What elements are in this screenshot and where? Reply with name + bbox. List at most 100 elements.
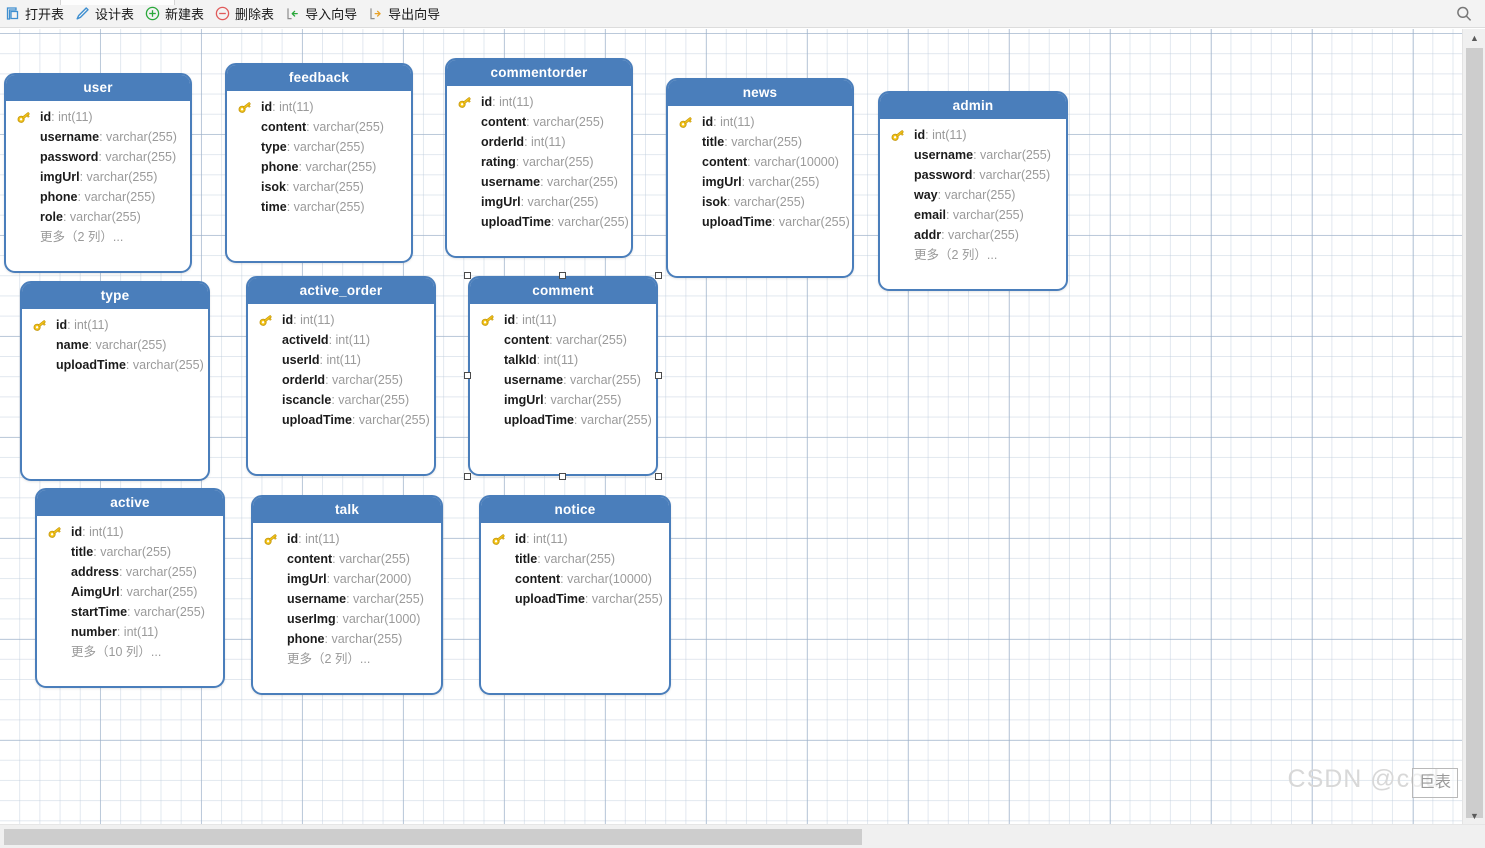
table-column-row[interactable]: username: varchar(255) — [447, 172, 631, 192]
table-column-row[interactable]: address: varchar(255) — [37, 562, 223, 582]
table-column-row[interactable]: content: varchar(10000) — [668, 152, 852, 172]
toolbar-button-打开表[interactable]: 打开表 — [2, 1, 72, 27]
table-column-row[interactable]: content: varchar(255) — [227, 117, 411, 137]
table-column-row[interactable]: imgUrl: varchar(255) — [668, 172, 852, 192]
scroll-up-arrow[interactable]: ▲ — [1470, 32, 1479, 43]
table-column-row[interactable]: username: varchar(255) — [6, 127, 190, 147]
selection-resize-handle[interactable] — [464, 272, 471, 279]
table-column-row[interactable]: id: int(11) — [248, 310, 434, 330]
selection-resize-handle[interactable] — [559, 272, 566, 279]
table-column-row[interactable]: uploadTime: varchar(255) — [668, 212, 852, 232]
table-column-row[interactable]: id: int(11) — [227, 97, 411, 117]
table-column-row[interactable]: number: int(11) — [37, 622, 223, 642]
selection-resize-handle[interactable] — [655, 372, 662, 379]
table-column-row[interactable]: startTime: varchar(255) — [37, 602, 223, 622]
table-column-row[interactable]: orderId: varchar(255) — [248, 370, 434, 390]
more-columns-label[interactable]: 更多（2 列）... — [287, 652, 371, 666]
table-column-row[interactable]: id: int(11) — [253, 529, 441, 549]
table-column-row[interactable]: id: int(11) — [6, 107, 190, 127]
table-column-row[interactable]: title: varchar(255) — [481, 549, 669, 569]
table-column-row[interactable]: title: varchar(255) — [37, 542, 223, 562]
table-column-row[interactable]: content: varchar(255) — [470, 330, 656, 350]
more-columns-label[interactable]: 更多（2 列）... — [914, 248, 998, 262]
table-column-row[interactable]: isok: varchar(255) — [227, 177, 411, 197]
table-column-row[interactable]: title: varchar(255) — [668, 132, 852, 152]
table-column-row[interactable]: rating: varchar(255) — [447, 152, 631, 172]
table-column-row[interactable]: AimgUrl: varchar(255) — [37, 582, 223, 602]
table-column-row[interactable]: email: varchar(255) — [880, 205, 1066, 225]
editor-tab-stub[interactable] — [60, 0, 175, 5]
table-column-row[interactable]: content: varchar(10000) — [481, 569, 669, 589]
table-column-row[interactable]: password: varchar(255) — [6, 147, 190, 167]
table-column-row[interactable]: orderId: int(11) — [447, 132, 631, 152]
more-columns-label[interactable]: 更多（10 列）... — [71, 645, 162, 659]
table-column-row[interactable]: time: varchar(255) — [227, 197, 411, 217]
table-column-row[interactable]: uploadTime: varchar(255) — [447, 212, 631, 232]
table-column-row[interactable]: way: varchar(255) — [880, 185, 1066, 205]
table-column-row[interactable]: uploadTime: varchar(255) — [470, 410, 656, 430]
table-column-row[interactable]: role: varchar(255) — [6, 207, 190, 227]
table-column-row[interactable]: username: varchar(255) — [470, 370, 656, 390]
toolbar-button-导出向导[interactable]: 导出向导 — [365, 1, 448, 27]
table-column-row[interactable]: imgUrl: varchar(255) — [470, 390, 656, 410]
table-column-row[interactable]: id: int(11) — [481, 529, 669, 549]
table-column-row[interactable]: id: int(11) — [470, 310, 656, 330]
selection-resize-handle[interactable] — [464, 473, 471, 480]
table-column-row[interactable]: content: varchar(255) — [447, 112, 631, 132]
table-column-row[interactable]: id: int(11) — [22, 315, 208, 335]
table-column-row[interactable]: imgUrl: varchar(255) — [6, 167, 190, 187]
table-column-row[interactable]: userImg: varchar(1000) — [253, 609, 441, 629]
table-column-row[interactable]: imgUrl: varchar(2000) — [253, 569, 441, 589]
table-column-row[interactable]: uploadTime: varchar(255) — [248, 410, 434, 430]
table-column-row[interactable]: talkId: int(11) — [470, 350, 656, 370]
table-column-row[interactable]: phone: varchar(255) — [227, 157, 411, 177]
table-column-row[interactable]: password: varchar(255) — [880, 165, 1066, 185]
table-column-row[interactable]: iscancle: varchar(255) — [248, 390, 434, 410]
table-column-row[interactable]: type: varchar(255) — [227, 137, 411, 157]
table-column-row[interactable]: phone: varchar(255) — [6, 187, 190, 207]
selection-resize-handle[interactable] — [655, 272, 662, 279]
selection-resize-handle[interactable] — [464, 372, 471, 379]
more-columns-label[interactable]: 更多（2 列）... — [40, 230, 124, 244]
horizontal-scroll-thumb[interactable] — [4, 829, 862, 845]
table-column-row[interactable]: activeId: int(11) — [248, 330, 434, 350]
table-column-row[interactable]: username: varchar(255) — [880, 145, 1066, 165]
toolbar-button-设计表[interactable]: 设计表 — [72, 1, 142, 27]
table-column-row[interactable]: content: varchar(255) — [253, 549, 441, 569]
table-column-row[interactable]: isok: varchar(255) — [668, 192, 852, 212]
vertical-scrollbar[interactable]: ▲ ▼ — [1462, 29, 1485, 824]
table-column-row[interactable]: id: int(11) — [37, 522, 223, 542]
selection-resize-handle[interactable] — [655, 473, 662, 480]
table-column-row[interactable]: name: varchar(255) — [22, 335, 208, 355]
table-column-row[interactable]: phone: varchar(255) — [253, 629, 441, 649]
table-column-row[interactable]: id: int(11) — [447, 92, 631, 112]
toolbar-button-删除表[interactable]: 删除表 — [212, 1, 282, 27]
horizontal-scrollbar[interactable] — [0, 824, 1485, 848]
search-icon[interactable] — [1455, 5, 1473, 23]
table-column-row[interactable]: addr: varchar(255) — [880, 225, 1066, 245]
vertical-scroll-thumb[interactable] — [1466, 48, 1483, 818]
scroll-down-arrow[interactable]: ▼ — [1470, 810, 1479, 821]
table-column-row[interactable]: id: int(11) — [880, 125, 1066, 145]
toolbar-button-新建表[interactable]: 新建表 — [142, 1, 212, 27]
selection-resize-handle[interactable] — [559, 473, 566, 480]
toolbar-button-导入向导[interactable]: 导入向导 — [282, 1, 365, 27]
table-column-row[interactable]: id: int(11) — [668, 112, 852, 132]
table-column-row[interactable]: imgUrl: varchar(255) — [447, 192, 631, 212]
table-column-row[interactable]: userId: int(11) — [248, 350, 434, 370]
table-column-row[interactable]: uploadTime: varchar(255) — [22, 355, 208, 375]
table-column-row[interactable]: uploadTime: varchar(255) — [481, 589, 669, 609]
table-column-row[interactable]: username: varchar(255) — [253, 589, 441, 609]
